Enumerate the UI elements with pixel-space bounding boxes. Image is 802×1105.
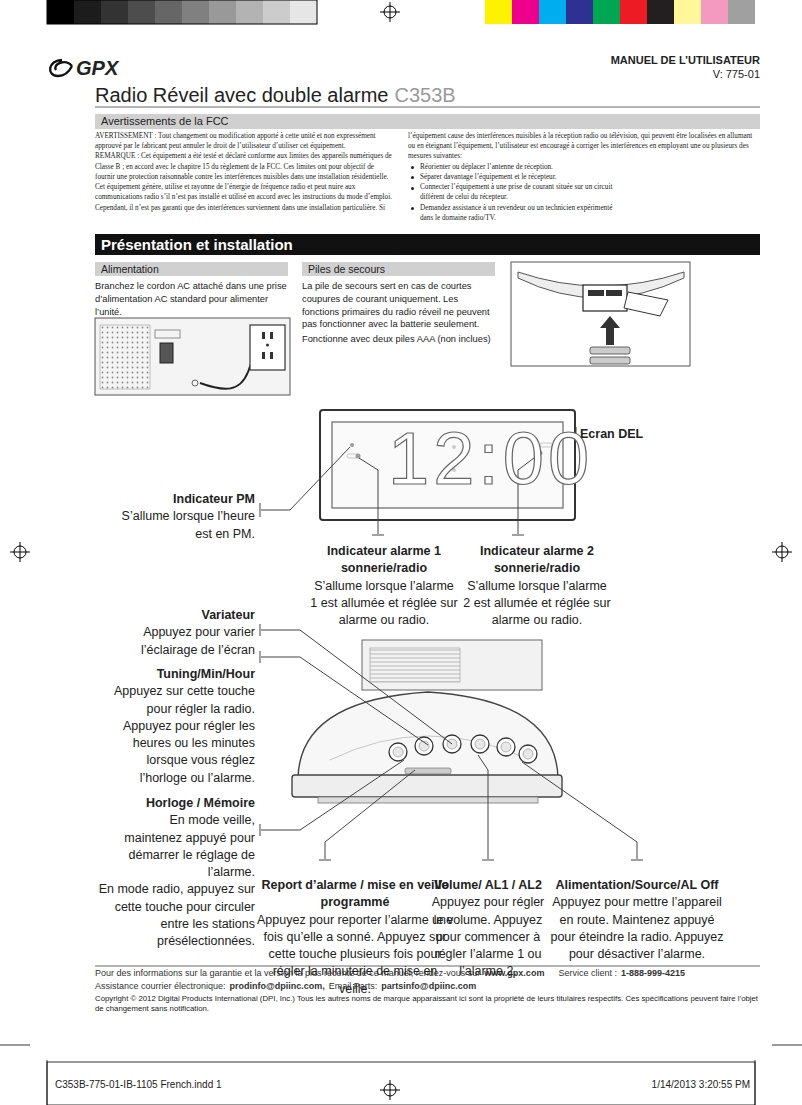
display-digits: 12:00: [388, 418, 548, 499]
footer-text: Assistance courrier électronique:: [95, 981, 226, 991]
callout-label: Ecran DEL: [580, 426, 643, 443]
section-heading: Avertissements de la FCC: [101, 114, 754, 129]
callout-text: Appuyez pour régler les heures ou les mi…: [105, 718, 255, 787]
bullet-dot: [411, 176, 414, 179]
bullet-dot: [411, 187, 414, 190]
fcc-measure: Réorienter ou déplacer l’antenne de réce…: [420, 162, 760, 172]
grey-scale-bar: [47, 0, 317, 24]
callout-text: S’allume lorsque l’alarme 2 est allumée …: [462, 578, 612, 630]
model-number: C353B: [395, 82, 456, 110]
callout-text: Appuyez pour reporter l’alarme une fois …: [257, 912, 453, 998]
copyright: Copyright © 2012 Digital Products Intern…: [95, 994, 760, 1014]
fcc-note: REMARQUE : Cet équipement a été testé et…: [95, 151, 395, 212]
instruction-text: Branchez le cordon AC attaché dans une p…: [95, 280, 288, 318]
callout-text: En mode veille, maintenez appuyé pour dé…: [115, 812, 255, 881]
fcc-text: l’équipement cause des interférences nui…: [408, 131, 760, 162]
section-heading: Présentation et installation: [101, 234, 754, 255]
button: [389, 743, 407, 761]
button-cap: [523, 749, 533, 759]
bullet-dot: [411, 207, 414, 210]
callout-label: Horloge / Mémoire: [115, 795, 255, 812]
footer-line: Assistance courrier électronique: prodinf…: [95, 981, 480, 991]
callout-label: Alimentation/Source/AL Off: [549, 877, 725, 894]
colour-bar: [485, 0, 755, 24]
callout-text: Appuyez pour varier l’éclairage de l’écr…: [115, 624, 255, 659]
instruction-text: La pile de secours sert en cas de courte…: [302, 280, 495, 331]
callout-label: Indicateur alarme 2 sonnerie/radio: [462, 543, 612, 578]
fcc-measure: Demandez assistance à un revendeur ou un…: [420, 203, 620, 223]
footer-email: partsinfo@dpiinc.com: [381, 981, 476, 991]
button-cap: [475, 739, 485, 749]
section-band: Présentation et installation: [95, 234, 760, 255]
callout-text: Appuyez sur cette touche pour régler la …: [105, 683, 255, 718]
callout-label: Tuning/Min/Hour: [105, 666, 255, 683]
battery-illustration: [511, 262, 690, 366]
section-heading: Alimentation: [101, 262, 282, 276]
fcc-warning: AVERTISSEMENT : Tout changement ou modif…: [95, 131, 395, 151]
footer-text: Service client :: [558, 968, 617, 978]
button: [415, 737, 433, 755]
callout-label: Indicateur alarme 1 sonnerie/radio: [309, 543, 459, 578]
button-cap: [393, 747, 403, 757]
logo-swirl: [50, 60, 72, 76]
footer-phone: 1-888-999-4215: [621, 968, 685, 978]
callout-text: Appuyez pour régler le volume. Appuyez p…: [427, 894, 549, 980]
registration-mark: [10, 2, 792, 1100]
clock-buttons: [389, 735, 537, 763]
section-band: Avertissements de la FCC: [95, 114, 760, 129]
callout-text: S’allume lorsque l’heure est en PM.: [105, 508, 255, 543]
instruction-text: Fonctionne avec deux piles AAA (non incl…: [302, 333, 495, 346]
callout-label: Variateur: [115, 607, 255, 624]
clock-body: [292, 640, 562, 803]
file-date: 1/14/2013 3:20:55 PM: [560, 1078, 750, 1092]
callout-label: Volume/ AL1 / AL2: [427, 877, 549, 894]
button: [519, 745, 537, 763]
title-rule: [95, 107, 760, 108]
page-title: Radio Réveil avec double alarme: [95, 82, 389, 108]
fcc-measure: Connecter l’équipement à une prise de co…: [420, 182, 630, 202]
callout-label: Indicateur PM: [105, 491, 255, 508]
callout-text: En mode radio, appuyez sur cette touche …: [97, 881, 255, 950]
section-band: Alimentation: [95, 262, 288, 276]
power-illustration: [95, 318, 290, 395]
file-slug: C353B-775-01-IB-1105 French.indd 1: [55, 1078, 222, 1092]
callout-text: S’allume lorsque l’alarme 1 est allumée …: [309, 578, 459, 630]
section-heading: Piles de secours: [308, 262, 489, 276]
slug-frame: [47, 1062, 755, 1105]
logo-text: GPX: [76, 55, 118, 83]
manual-heading: MANUEL DE L’UTILISATEUR: [560, 53, 760, 68]
button-cap: [501, 742, 511, 752]
version: V: 775-01: [560, 67, 760, 82]
fcc-measure: Séparer davantage l’équipement et le réc…: [420, 172, 760, 182]
button: [497, 738, 515, 756]
section-band: Piles de secours: [302, 262, 495, 276]
clock-front: [320, 410, 575, 520]
bullet-dot: [411, 166, 414, 169]
crop-mark: [0, 1045, 802, 1105]
callout-text: Appuyez pour mettre l’appareil en route.…: [549, 894, 725, 963]
callout-label: Report d’alarme / mise en veille program…: [257, 877, 453, 912]
footer-email: prodinfo@dpiinc.com,: [230, 981, 325, 991]
button: [471, 735, 489, 753]
